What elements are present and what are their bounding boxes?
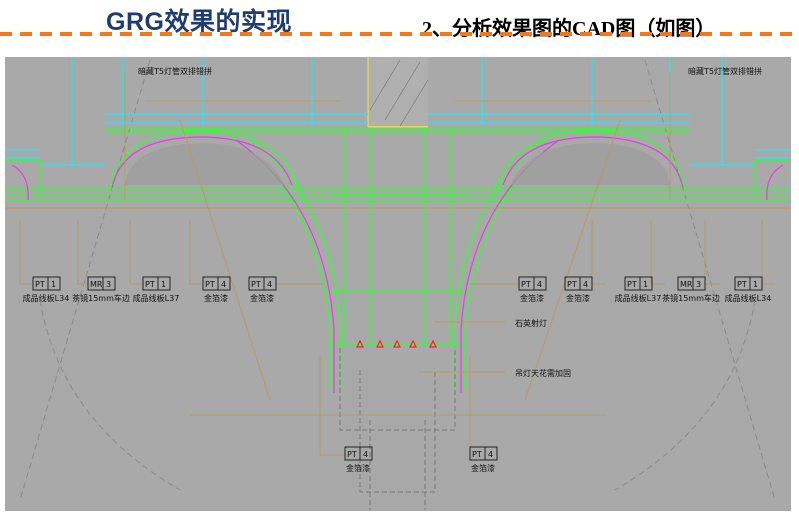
tag-code: PT	[251, 280, 261, 289]
tag-number: 1	[643, 280, 648, 289]
material-tag: PT 4 金箔漆	[248, 276, 277, 303]
material-tag: PT 1 成品线板L37	[133, 276, 180, 303]
tag-code: PT	[567, 280, 577, 289]
tag-description: 茶镜15mm车边	[662, 293, 720, 303]
tag-number: 4	[537, 280, 542, 289]
tag-description: 金箔漆	[520, 293, 544, 303]
tag-box	[469, 446, 498, 461]
tag-box	[32, 276, 61, 291]
tag-description: 成品线板L37	[615, 293, 662, 303]
leader-lines	[5, 72, 790, 456]
note-light-right: 暗藏T5灯管双排错拼	[688, 66, 762, 76]
pendant-outline	[339, 348, 456, 510]
note-light-left: 暗藏T5灯管双排错拼	[138, 66, 212, 76]
tag-box	[142, 276, 171, 291]
tag-description: 金箔漆	[346, 463, 370, 473]
tag-box	[564, 276, 593, 291]
material-tag: PT 1 成品线板L37	[615, 276, 662, 303]
material-tag: PT 4 金箔漆	[202, 276, 231, 303]
tag-box	[248, 276, 277, 291]
tag-box	[202, 276, 231, 291]
tag-box	[344, 446, 373, 461]
tag-number: 4	[221, 280, 226, 289]
tag-number: 4	[583, 280, 588, 289]
tag-number: 4	[363, 450, 368, 459]
tag-box	[518, 276, 547, 291]
dome-fill	[125, 143, 670, 185]
material-tag: PT 4 金箔漆	[469, 446, 498, 473]
tag-description: 成品线板L34	[725, 293, 772, 303]
tag-description: 茶镜15mm车边	[72, 293, 130, 303]
note-spotlight: 石英射灯	[515, 318, 547, 328]
spotlights	[356, 339, 437, 348]
tag-code: MR	[680, 280, 693, 289]
hanger-system	[5, 57, 790, 166]
tag-code: PT	[35, 280, 45, 289]
tag-code: PT	[145, 280, 155, 289]
tag-number: 4	[488, 450, 493, 459]
tag-description: 金箔漆	[204, 293, 228, 303]
tag-box	[734, 276, 763, 291]
material-tag: PT 4 金箔漆	[564, 276, 593, 303]
concrete-slab	[367, 57, 429, 128]
tag-code: PT	[521, 280, 531, 289]
tag-number: 3	[696, 280, 701, 289]
tag-number: 4	[267, 280, 272, 289]
tag-number: 1	[753, 280, 758, 289]
material-tag: PT 4 金箔漆	[344, 446, 373, 473]
material-tag: PT 1 成品线板L34	[725, 276, 772, 303]
material-tag: PT 4 金箔漆	[518, 276, 547, 303]
tag-code: MR	[90, 280, 103, 289]
tag-box	[624, 276, 653, 291]
tag-box	[87, 276, 116, 291]
tag-number: 1	[161, 280, 166, 289]
note-reinforce: 吊灯天花需加固	[515, 368, 571, 378]
tag-code: PT	[347, 450, 357, 459]
tag-code: PT	[737, 280, 747, 289]
tag-description: 金箔漆	[566, 293, 590, 303]
material-tag: PT 1 成品线板L34	[23, 276, 70, 303]
tag-code: PT	[627, 280, 637, 289]
construction-arcs	[19, 59, 776, 501]
tag-description: 金箔漆	[471, 463, 495, 473]
tag-description: 金箔漆	[250, 293, 274, 303]
tag-box	[677, 276, 706, 291]
slide-title: GRG效果的实现	[106, 8, 292, 36]
orange-dashed-divider	[0, 32, 799, 36]
tag-number: 1	[51, 280, 56, 289]
tag-code: PT	[472, 450, 482, 459]
tag-description: 成品线板L37	[133, 293, 180, 303]
tag-code: PT	[205, 280, 215, 289]
profile-outline	[11, 136, 784, 393]
tag-description: 成品线板L34	[23, 293, 70, 303]
tag-number: 3	[106, 280, 111, 289]
